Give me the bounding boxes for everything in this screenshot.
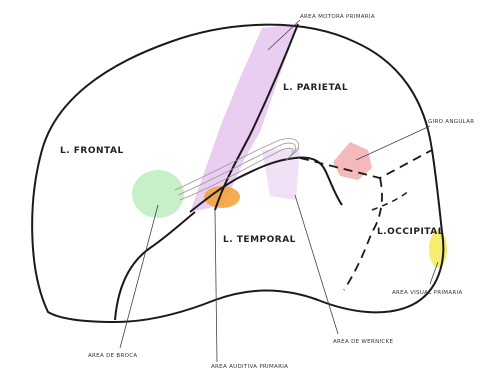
broca-area-label: AREA DE BROCA [88,353,137,359]
occipital-lobe-label: L.OCCIPITAL [377,227,444,237]
temporal-lobe-label: L. TEMPORAL [223,235,296,245]
angular-leader [356,126,430,160]
broca-area-shading [132,170,184,218]
occipital-lower-dashed [372,190,410,210]
motor-area-label: AREA MOTORA PRIMARIA [300,14,375,20]
temporal-lower-contour [115,212,195,320]
auditory-area-label: AREA AUDITIVA PRIMARIA [211,364,288,370]
frontal-lobe-label: L. FRONTAL [60,146,124,156]
parietal-lobe-label: L. PARIETAL [283,83,348,93]
wernicke-leader [295,195,338,334]
visual-area-label: AREA VISUAL PRIMARIA [392,290,463,296]
auditory-leader [215,210,217,362]
angular-gyrus-label: GIRO ANGULAR [428,119,474,125]
wernicke-area-label: AREA DE WERNICKE [333,339,393,345]
motor-area-shading-lower [262,148,300,200]
